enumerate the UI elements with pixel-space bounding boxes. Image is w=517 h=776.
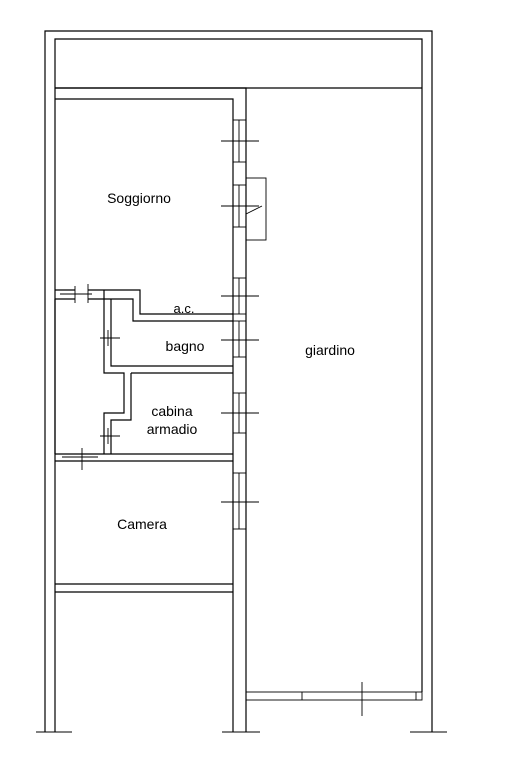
outer-boundary-outer (44, 30, 433, 732)
soggiorno-wall-inner (88, 298, 233, 322)
garden-gate (245, 682, 423, 716)
windows-east (221, 119, 267, 530)
bagno-west-wall-outer (103, 290, 125, 454)
label-ac: a.c. (174, 301, 195, 316)
label-bagno: bagno (166, 338, 205, 354)
outer-boundary-inner (54, 38, 423, 732)
label-armadio: armadio (147, 421, 198, 437)
label-camera: Camera (117, 516, 167, 532)
soggiorno-wall-top (88, 289, 233, 315)
label-giardino: giardino (305, 342, 355, 358)
label-soggiorno: Soggiorno (107, 190, 171, 206)
apartment-walls (54, 87, 247, 732)
outer-walls (36, 30, 447, 733)
label-cabina: cabina (151, 403, 192, 419)
cabina-west-wall (110, 373, 132, 454)
bagno-west-wall-inner (110, 299, 233, 367)
door-marks (60, 284, 120, 470)
